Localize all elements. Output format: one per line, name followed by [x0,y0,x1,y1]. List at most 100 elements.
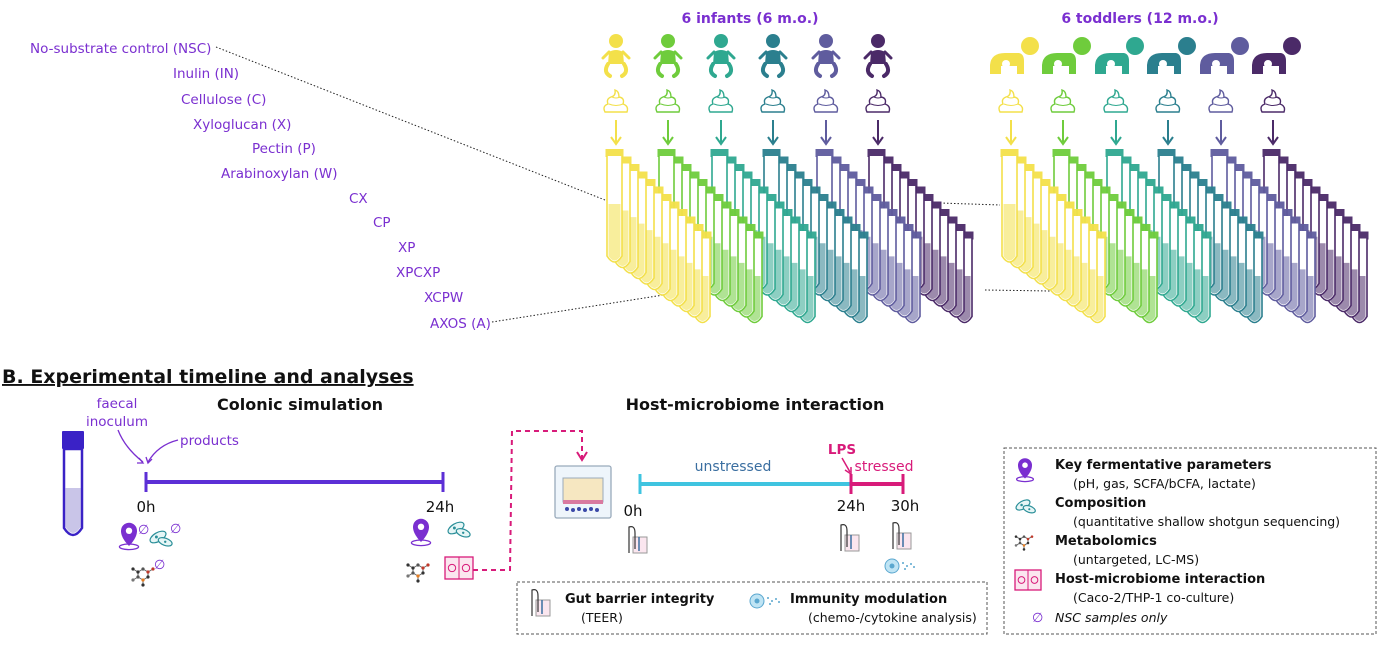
down-arrow-icon [820,120,832,146]
substrate-label: Cellulose (C) [181,92,266,108]
stool-sample-icon [998,89,1024,113]
colonic-t24-label: 24h [426,498,455,516]
inoculum-arrow [117,429,144,463]
down-arrow-icon [1162,120,1174,146]
faecal-label-2: inoculum [86,414,148,430]
down-arrow-icon [1110,120,1122,146]
teer-measurement-icon [840,524,860,552]
infant-donor-icons [601,34,893,78]
stool-sample-icon [708,89,734,113]
fermentation-tube-rack [1000,149,1107,324]
bacteria-icon [447,521,471,538]
products-label: products [180,433,239,449]
substrate-label: Arabinoxylan (W) [221,166,338,182]
stressed-label: stressed [855,459,914,475]
legend-subtitle: (pH, gas, SCFA/bCFA, lactate) [1073,476,1256,491]
baby-icon [653,34,683,78]
baby-icon [758,34,788,78]
faecal-label-1: faecal [97,396,138,412]
substrate-label: CX [349,191,368,207]
nsc-symbol: ∅ [138,523,149,538]
panel-b-title: B. Experimental timeline and analyses [2,366,414,388]
crawling-toddler-icon [990,37,1039,74]
down-arrow-icon [872,120,884,146]
baby-icon [863,34,893,78]
down-arrow-icon [1005,120,1017,146]
crawling-toddler-icon [1095,37,1144,74]
map-pin-icon [118,522,140,551]
tube-racks [603,89,1369,324]
molecule-icon [131,567,155,587]
substrate-label: No-substrate control (NSC) [30,41,211,57]
map-pin-icon [1015,458,1035,483]
colonic-title: Colonic simulation [217,395,383,414]
stool-sample-icon [813,89,839,113]
unstressed-label: unstressed [695,459,772,475]
products-arrow [147,439,179,463]
stool-sample-icon [1260,89,1286,113]
down-arrow-icon [767,120,779,146]
legend-title: Key fermentative parameters [1055,458,1272,473]
crawling-toddler-icon [1252,37,1301,74]
colonic-t0-label: 0h [136,498,155,516]
substrate-label: XP [398,240,415,256]
immune-cell-icon [749,593,780,609]
toddlers-title: 6 toddlers (12 m.o.) [1061,11,1218,27]
stool-sample-icon [1050,89,1076,113]
gut-barrier-title: Gut barrier integrity [565,592,715,607]
guide-line-between-top [939,202,1001,206]
teer-icons [628,522,915,574]
legend-subtitle: (Caco-2/THP-1 co-culture) [1073,590,1234,605]
baby-icon [601,34,631,78]
down-arrow-icon [610,120,622,146]
substrate-label: CP [373,215,391,231]
nsc-symbol: ∅ [154,558,165,573]
nsc-note: NSC samples only [1055,610,1168,625]
molecule-icon [406,563,430,583]
down-arrow-icon [715,120,727,146]
lps-label: LPS [828,442,856,458]
crawling-toddler-icon [1147,37,1196,74]
stool-sample-icon [603,89,629,113]
toddler-donor-icons [990,37,1301,74]
host-t0-label: 0h [623,502,642,520]
host-title: Host-microbiome interaction [626,395,885,414]
substrate-label: Pectin (P) [252,141,316,157]
guide-line-bottom [491,289,696,323]
host-t24-label: 24h [837,497,866,515]
substrate-label: Xyloglucan (X) [193,117,291,133]
stool-sample-icon [760,89,786,113]
down-arrow-icon [1057,120,1069,146]
stool-sample-icon [1155,89,1181,113]
down-arrow-icon [1267,120,1279,146]
analysis-legend-box [1003,447,1377,635]
immune-cell-icon [884,558,915,574]
infants-title: 6 infants (6 m.o.) [681,11,818,27]
immunity-sub: (chemo-/cytokine analysis) [808,610,977,625]
map-pin-icon [410,518,432,547]
teer-measurement-icon [892,522,912,550]
down-arrow-icon [662,120,674,146]
bacteria-icon [1015,499,1036,514]
legend-subtitle: (untargeted, LC-MS) [1073,552,1199,567]
crawling-toddler-icon [1042,37,1091,74]
legend-title: Host-microbiome interaction [1055,572,1265,587]
teer-measurement-icon [531,589,551,617]
transfer-connector [473,430,583,571]
gut-barrier-sub: (TEER) [581,610,623,625]
analysis-legend: Key fermentative parameters (pH, gas, SCF… [1014,458,1340,626]
stool-sample-icon [1103,89,1129,113]
faecal-sample-tube-icon [62,431,84,537]
fermentation-tube-rack [1105,149,1212,324]
down-arrow-icon [1215,120,1227,146]
baby-icon [706,34,736,78]
molecule-icon [1014,535,1034,551]
stool-sample-icon [865,89,891,113]
analysis-icons: ∅∅∅ [118,518,474,587]
legend-title: Metabolomics [1055,534,1157,549]
immunity-title: Immunity modulation [790,592,947,607]
stool-sample-icon [1208,89,1234,113]
guide-line-between-bottom [984,289,1051,292]
